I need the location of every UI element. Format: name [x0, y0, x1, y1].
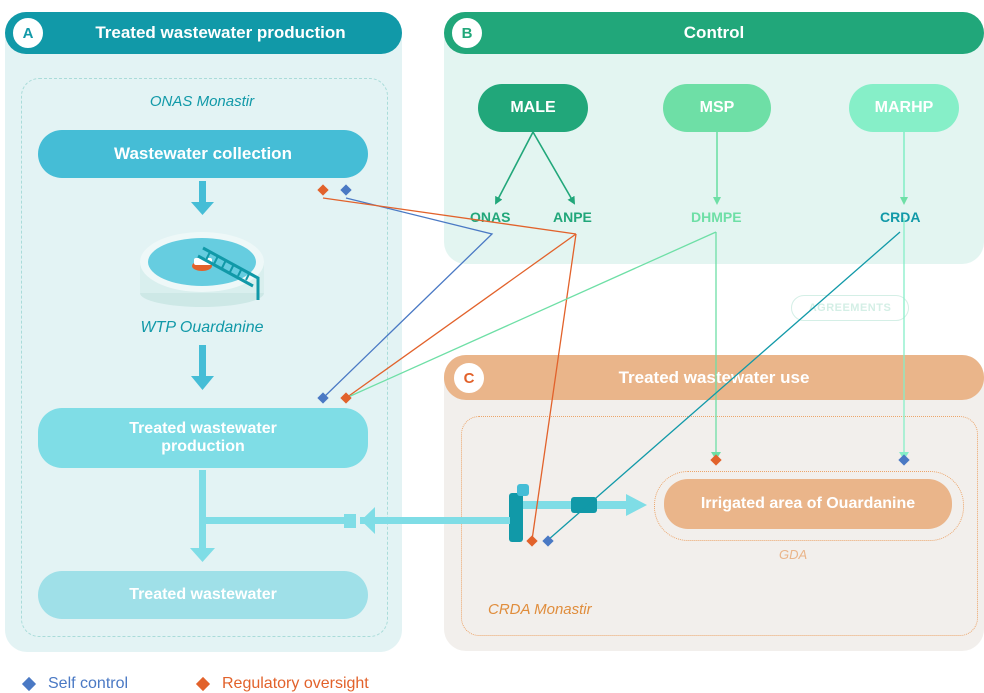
irrigated-area-box: Irrigated area of Ouardanine	[664, 479, 952, 529]
male-to-anpe-arrow	[532, 131, 576, 205]
header-production-title: Treated wastewater production	[95, 23, 346, 42]
production-line-1: Treated wastewater	[129, 420, 277, 437]
badge-b: B	[450, 16, 484, 50]
regulatory-marker	[526, 535, 538, 547]
legend-self-control-label: Self control	[48, 675, 129, 692]
ministry-male: MALE	[478, 84, 588, 132]
arrow-plant-to-production	[191, 345, 214, 390]
wtp-ouardanine-label: WTP Ouardanine	[140, 319, 264, 336]
treatment-plant-icon	[140, 232, 264, 307]
regulatory-marker	[317, 184, 329, 196]
pump-icon	[360, 484, 647, 542]
treated-wastewater-production-box: Treated wastewater production	[38, 408, 368, 468]
header-use-title: Treated wastewater use	[618, 367, 810, 387]
crda-self-control-pump-line	[547, 231, 901, 541]
self-control-marker	[542, 535, 554, 547]
anpe-oversight-pump-line	[531, 233, 577, 541]
agency-crda: CRDA	[880, 209, 921, 225]
arrow-production-to-treated	[190, 470, 356, 562]
arrow-collection-to-plant	[191, 181, 214, 215]
self-control-marker	[340, 184, 352, 196]
onas-group-border	[21, 78, 388, 637]
regulatory-marker	[710, 454, 722, 466]
badge-c: C	[452, 361, 486, 395]
header-control-title: Control	[683, 23, 745, 42]
crda-monastir-label: CRDA Monastir	[488, 601, 592, 618]
wastewater-collection-box: Wastewater collection	[38, 130, 368, 178]
self-control-marker	[317, 392, 329, 404]
anpe-oversight-production-line	[345, 233, 577, 399]
agency-anpe: ANPE	[553, 209, 592, 225]
panel-control	[444, 12, 984, 264]
gda-group-border	[654, 471, 964, 541]
male-to-onas-arrow	[495, 131, 534, 205]
legend-regulatory-label: Regulatory oversight	[222, 675, 369, 692]
onas-monastir-label: ONAS Monastir	[149, 93, 255, 110]
legend-self-control: Self control	[21, 675, 129, 693]
agreements-badge: AGREEMENTS	[791, 295, 909, 321]
legend-regulatory-oversight: Regulatory oversight	[195, 675, 369, 693]
onas-self-control-line	[322, 197, 494, 399]
regulatory-diamond-icon	[195, 676, 211, 692]
production-line-2: production	[161, 438, 245, 455]
gda-label: GDA	[779, 547, 808, 562]
header-control: Control	[444, 12, 984, 54]
dhmpe-oversight-production-line	[345, 231, 717, 399]
regulatory-marker	[340, 392, 352, 404]
self-control-diamond-icon	[21, 676, 37, 692]
header-production: Treated wastewater production	[5, 12, 402, 54]
anpe-oversight-collection-line	[322, 197, 577, 235]
badge-a: A	[11, 16, 45, 50]
crda-group-border	[461, 416, 978, 636]
treated-wastewater-box: Treated wastewater	[38, 571, 368, 619]
ministry-msp: MSP	[663, 84, 771, 132]
self-control-marker	[898, 454, 910, 466]
agency-dhmpe: DHMPE	[691, 209, 742, 225]
ministry-marhp: MARHP	[849, 84, 959, 132]
header-use: Treated wastewater use	[444, 355, 984, 400]
